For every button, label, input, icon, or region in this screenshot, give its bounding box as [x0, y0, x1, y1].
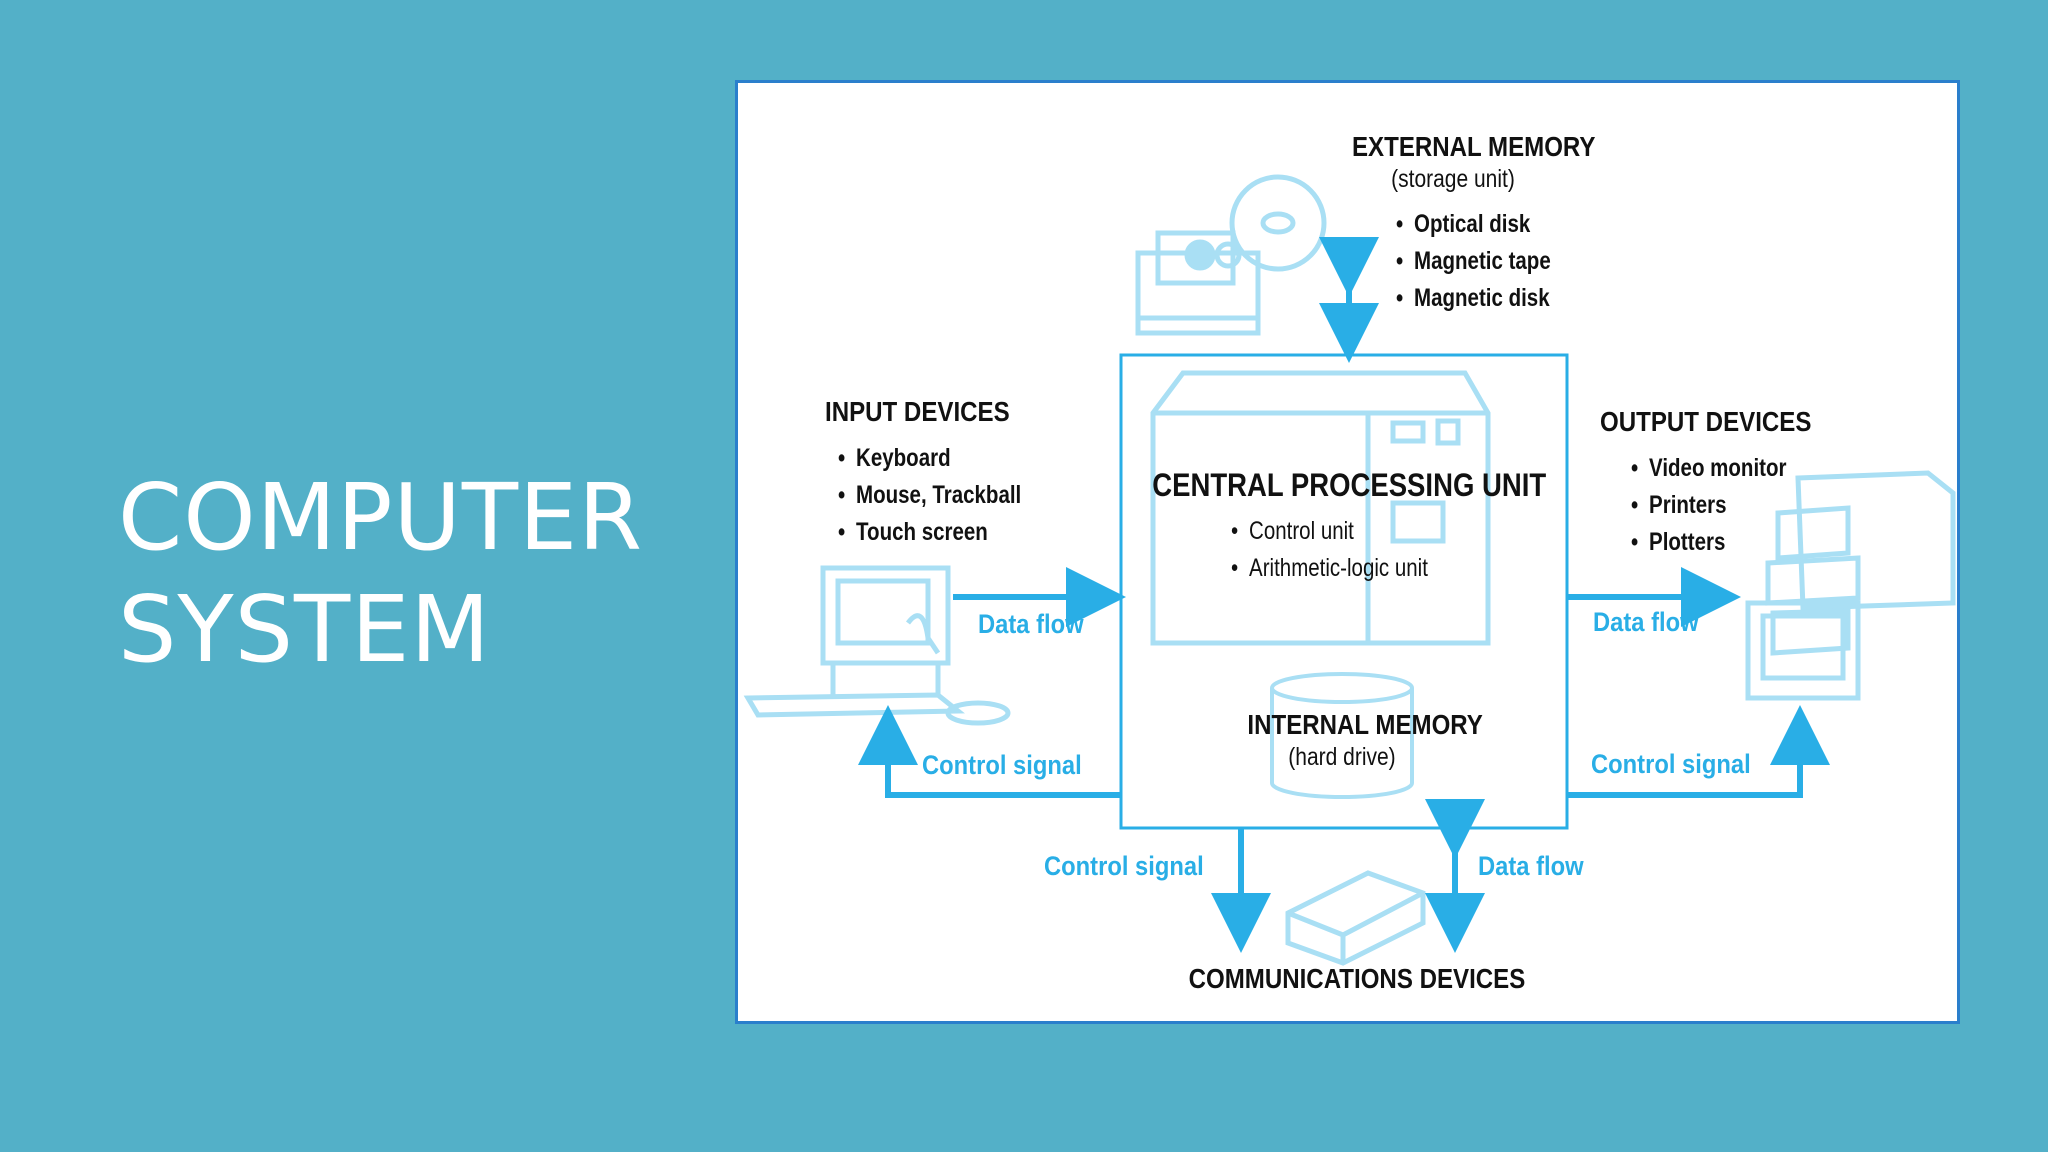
- output-control-signal-arrow: [1567, 705, 1830, 798]
- output-device-item: Printers: [1631, 487, 1786, 524]
- external-memory-item: Optical disk: [1396, 206, 1551, 243]
- cpu-component-item: Control unit: [1231, 513, 1428, 550]
- cpu-title: CENTRAL PROCESSING UNIT: [1152, 467, 1547, 503]
- comm-control-signal-label: Control signal: [1044, 851, 1204, 881]
- slide-title: COMPUTER SYSTEM: [118, 462, 643, 686]
- slide-title-line-1: COMPUTER: [118, 464, 644, 571]
- input-control-signal-arrow: [858, 705, 1121, 798]
- external-memory-subtitle: (storage unit): [1391, 165, 1515, 193]
- modem-illustration: [1285, 870, 1426, 966]
- internal-memory-subtitle: (hard drive): [1288, 743, 1396, 771]
- output-devices-illustration: [1745, 470, 1956, 701]
- slide-title-line-2: SYSTEM: [118, 576, 491, 683]
- cpu-component-list: Control unit Arithmetic-logic unit: [1231, 513, 1471, 587]
- output-device-item: Plotters: [1631, 524, 1786, 561]
- external-memory-item: Magnetic disk: [1396, 280, 1551, 317]
- output-device-item: Video monitor: [1631, 450, 1786, 487]
- diagram-artwork: [743, 174, 1956, 966]
- output-devices-title: OUTPUT DEVICES: [1600, 406, 1812, 437]
- input-control-signal-label: Control signal: [922, 750, 1082, 780]
- input-device-item: Keyboard: [838, 440, 1021, 477]
- cpu-server-illustration: [1150, 370, 1491, 646]
- input-devices-list: Keyboard Mouse, Trackball Touch screen: [838, 440, 1061, 551]
- external-memory-title: EXTERNAL MEMORY: [1352, 131, 1596, 162]
- input-device-item: Mouse, Trackball: [838, 477, 1021, 514]
- comm-data-flow-label: Data flow: [1478, 851, 1584, 881]
- external-memory-list: Optical disk Magnetic tape Magnetic disk: [1396, 206, 1585, 317]
- external-storage-illustration: [1135, 174, 1327, 336]
- external-memory-item: Magnetic tape: [1396, 243, 1551, 280]
- output-control-signal-label: Control signal: [1591, 749, 1751, 779]
- output-devices-list: Video monitor Printers Plotters: [1631, 450, 1821, 561]
- input-data-flow-label: Data flow: [978, 609, 1084, 639]
- input-devices-title: INPUT DEVICES: [825, 396, 1010, 427]
- output-data-flow-label: Data flow: [1593, 607, 1699, 637]
- flow-arrows: [858, 237, 1830, 953]
- communications-devices-title: COMMUNICATIONS DEVICES: [1188, 963, 1526, 994]
- input-device-item: Touch screen: [838, 514, 1021, 551]
- hard-drive-cylinder-illustration: [1270, 672, 1414, 799]
- internal-memory-title: INTERNAL MEMORY: [1247, 709, 1483, 740]
- input-devices-illustration: [743, 565, 1011, 726]
- computer-system-diagram: EXTERNAL MEMORY (storage unit) Optical d…: [735, 80, 1960, 1024]
- cpu-component-item: Arithmetic-logic unit: [1231, 550, 1428, 587]
